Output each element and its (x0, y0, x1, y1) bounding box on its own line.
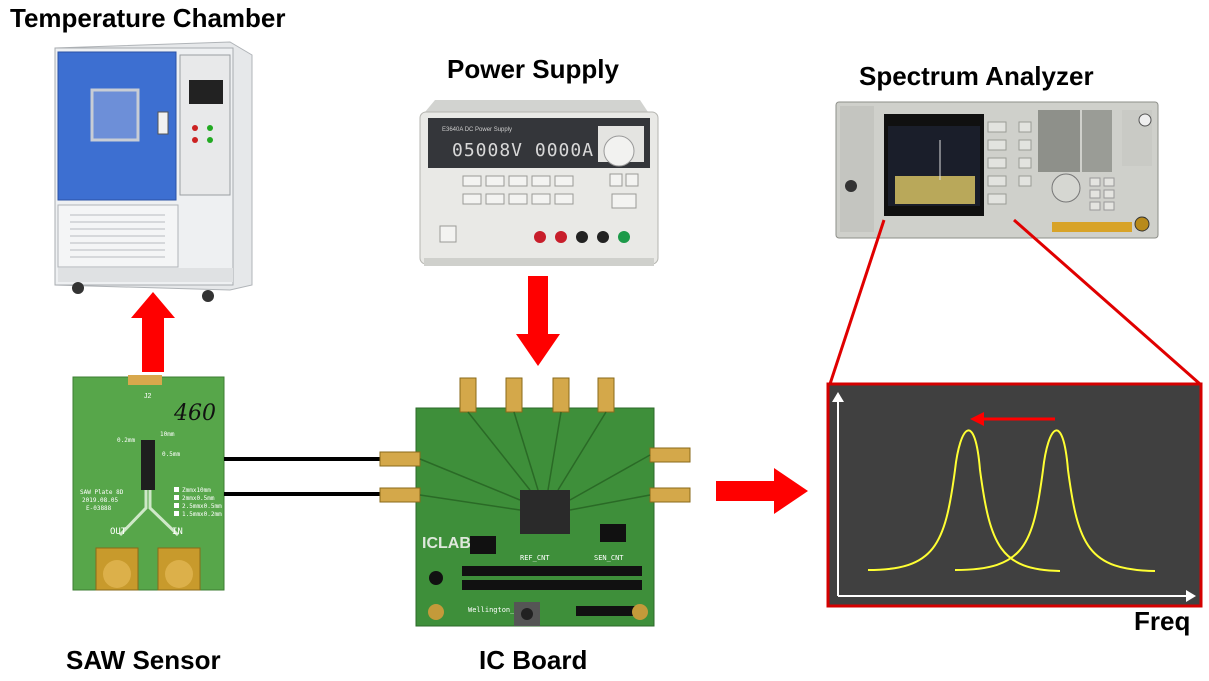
power-supply-readout: 05008V 0000A (452, 140, 594, 161)
arrow-ic-to-spectrum (716, 468, 808, 514)
saw-dim-right: 0.5mm (162, 451, 180, 458)
ic-board-ref-cnt: REF_CNT (520, 554, 550, 562)
zoom-line-right (1013, 218, 1201, 386)
resonance-curve-original (954, 429, 1156, 572)
label-temperature-chamber: Temperature Chamber (10, 3, 286, 33)
label-power-supply: Power Supply (447, 54, 619, 84)
ic-board-maker: Wellington_C (468, 606, 519, 614)
label-freq-axis: Freq (1134, 606, 1191, 636)
svg-text:E3640A DC Power Supply: E3640A DC Power Supply (442, 127, 512, 133)
saw-legend-4: 1.5mmx0.2mm (182, 511, 222, 518)
saw-port-in: IN (172, 527, 183, 537)
saw-dim-left: 0.2mm (117, 437, 135, 444)
saw-legend-3: 2.5mmx0.5mm (182, 503, 222, 510)
zoom-line-left (828, 219, 886, 385)
label-saw-sensor: SAW Sensor (66, 645, 221, 675)
saw-title-line-2: 2019.08.05 (82, 497, 119, 504)
label-spectrum-analyzer: Spectrum Analyzer (859, 61, 1094, 91)
saw-legend-2: 2mmx0.5mm (182, 495, 215, 502)
power-supply-image: E3640A DC Power Supply 05008V 0000A (419, 100, 659, 266)
frequency-shift-arrowhead (970, 412, 984, 426)
ic-board-image: ICLAB REF_CNT SEN_CNT Wellington_C (379, 377, 691, 627)
arrow-saw-to-chamber (131, 292, 175, 372)
saw-port-out: OUT (110, 527, 127, 537)
saw-legend-1: Zmmx10mm (182, 487, 211, 494)
saw-title-line-1: SAW Plate 8D (80, 489, 124, 496)
spectrum-analyzer-image (835, 101, 1159, 239)
saw-dim-top: 10mm (160, 431, 175, 438)
saw-top-connector: J2 (144, 393, 152, 400)
saw-handwritten-number: 460 (173, 401, 216, 426)
saw-title-line-3: E-03888 (86, 505, 112, 512)
temperature-chamber-image (54, 41, 253, 302)
zoom-y-axis-arrowhead (832, 392, 844, 402)
ic-board-logo: ICLAB (422, 535, 471, 552)
resonance-curve-shifted (867, 429, 1061, 572)
spectrum-zoom-panel (826, 382, 1203, 608)
zoom-x-axis-arrowhead (1186, 590, 1196, 602)
ic-board-sen-cnt: SEN_CNT (594, 554, 624, 562)
label-ic-board: IC Board (479, 645, 588, 675)
saw-sensor-image: J2 460 10mm 0.2mm 0.5mm SAW Plate 8D 201… (72, 375, 225, 591)
arrow-power-to-ic (516, 276, 560, 366)
